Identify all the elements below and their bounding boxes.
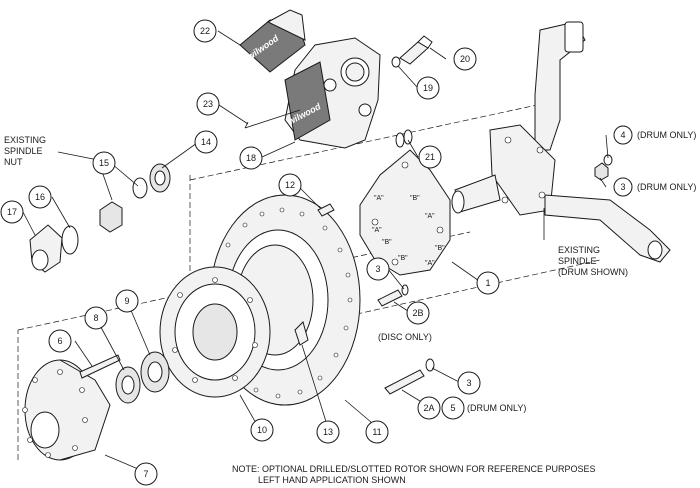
callout-9: 9 bbox=[115, 289, 139, 313]
bracket-mark-b4: "B" bbox=[398, 255, 408, 262]
bracket-mark-a2: "A" bbox=[425, 213, 435, 220]
callout-23: 23 bbox=[196, 92, 220, 116]
callout-14-label: 14 bbox=[201, 137, 211, 147]
callout-2a: 2A bbox=[417, 396, 441, 420]
brake-pads: wilwood bbox=[239, 9, 306, 73]
callout-22-label: 22 bbox=[200, 26, 210, 36]
callout-19-label: 19 bbox=[423, 83, 433, 93]
caliper-bracket: "A" "B" "A" "A" "B" "B" "B" "A" bbox=[359, 149, 451, 276]
existing-spindle-nut-label-3: NUT bbox=[4, 157, 23, 167]
bracket-mark-b1: "B" bbox=[410, 195, 420, 202]
bracket-shims bbox=[395, 129, 413, 148]
callout-18-label: 18 bbox=[246, 153, 256, 163]
callout-10: 10 bbox=[250, 418, 274, 442]
existing-spindle-nut-label-1: EXISTING bbox=[4, 135, 46, 145]
callout-18: 18 bbox=[239, 146, 263, 170]
existing-spindle-label-3: (DRUM SHOWN) bbox=[558, 267, 628, 277]
note-line-2: LEFT HAND APPLICATION SHOWN bbox=[258, 475, 406, 485]
callout-3-bottom-label: 3 bbox=[466, 378, 471, 388]
bracket-mark-a4: "A" bbox=[425, 260, 435, 267]
callout-21: 21 bbox=[418, 145, 442, 169]
drum-only-label-mid: (DRUM ONLY) bbox=[637, 182, 696, 192]
existing-spindle-label-2: SPINDLE bbox=[558, 256, 597, 266]
wheel-stud bbox=[79, 354, 121, 379]
bracket-mark-b3: "B" bbox=[435, 245, 445, 252]
callout-8-label: 8 bbox=[93, 313, 98, 323]
callout-21-label: 21 bbox=[425, 152, 435, 162]
callout-3-top-label: 3 bbox=[620, 182, 625, 192]
callout-5-label: 5 bbox=[450, 403, 455, 413]
small-hardware bbox=[317, 154, 613, 395]
callout-15-label: 15 bbox=[99, 158, 109, 168]
bracket-mark-a3: "A" bbox=[372, 227, 382, 234]
callout-3-mid: 3 bbox=[366, 257, 390, 281]
note-line-1: NOTE: OPTIONAL DRILLED/SLOTTED ROTOR SHO… bbox=[232, 464, 596, 474]
callout-1-label: 1 bbox=[485, 278, 490, 288]
callout-15: 15 bbox=[92, 151, 116, 175]
hub bbox=[22, 359, 111, 461]
existing-spindle bbox=[451, 21, 671, 263]
spindle-nut-and-cap bbox=[29, 201, 123, 273]
bracket-mark-b2: "B" bbox=[382, 239, 392, 246]
callout-1: 1 bbox=[476, 271, 500, 295]
callout-23-label: 23 bbox=[203, 99, 213, 109]
existing-spindle-nut-label-2: SPINDLE bbox=[4, 146, 43, 156]
callout-3-bottom: 3 bbox=[457, 371, 481, 395]
callout-20: 20 bbox=[453, 47, 477, 71]
callout-13: 13 bbox=[316, 420, 340, 444]
callout-3-top: 3 bbox=[613, 177, 633, 197]
callout-4: 4 bbox=[613, 125, 633, 145]
callout-2b-label: 2B bbox=[412, 308, 423, 318]
callout-4-label: 4 bbox=[620, 130, 625, 140]
callout-3-mid-label: 3 bbox=[375, 264, 380, 274]
rotor-hat bbox=[159, 266, 271, 398]
callout-11: 11 bbox=[365, 420, 389, 444]
callout-6: 6 bbox=[48, 329, 72, 353]
callout-7-label: 7 bbox=[143, 469, 148, 479]
bearings bbox=[115, 163, 171, 404]
callout-11-label: 11 bbox=[372, 427, 381, 437]
callout-10-label: 10 bbox=[257, 425, 267, 435]
callout-20-label: 20 bbox=[460, 54, 470, 64]
disc-only-label: (DISC ONLY) bbox=[378, 332, 432, 342]
callout-6-label: 6 bbox=[57, 336, 62, 346]
callout-7: 7 bbox=[134, 462, 158, 486]
callout-17: 17 bbox=[0, 200, 24, 224]
callout-19: 19 bbox=[416, 76, 440, 100]
callout-14: 14 bbox=[194, 130, 218, 154]
pad-retainer-pin bbox=[244, 109, 301, 129]
existing-spindle-label-1: EXISTING bbox=[558, 245, 600, 255]
callout-12-label: 12 bbox=[285, 180, 295, 190]
caliper-bolt bbox=[391, 35, 433, 68]
callout-8: 8 bbox=[84, 306, 108, 330]
callout-17-label: 17 bbox=[7, 207, 17, 217]
caliper-assembly: wilwood bbox=[284, 37, 381, 149]
rotor-bolt bbox=[294, 321, 309, 346]
callout-22: 22 bbox=[193, 19, 217, 43]
callout-2b: 2B bbox=[406, 301, 430, 325]
callout-12: 12 bbox=[278, 173, 302, 197]
bracket-mark-a1: "A" bbox=[374, 195, 384, 202]
callout-16: 16 bbox=[28, 185, 52, 209]
callout-9-label: 9 bbox=[124, 296, 129, 306]
callout-13-label: 13 bbox=[323, 427, 333, 437]
callout-5: 5 bbox=[441, 396, 465, 420]
drum-only-label-bottom: (DRUM ONLY) bbox=[467, 403, 526, 413]
callout-2a-label: 2A bbox=[423, 403, 434, 413]
callout-16-label: 16 bbox=[35, 192, 45, 202]
drum-only-label-top: (DRUM ONLY) bbox=[637, 130, 696, 140]
